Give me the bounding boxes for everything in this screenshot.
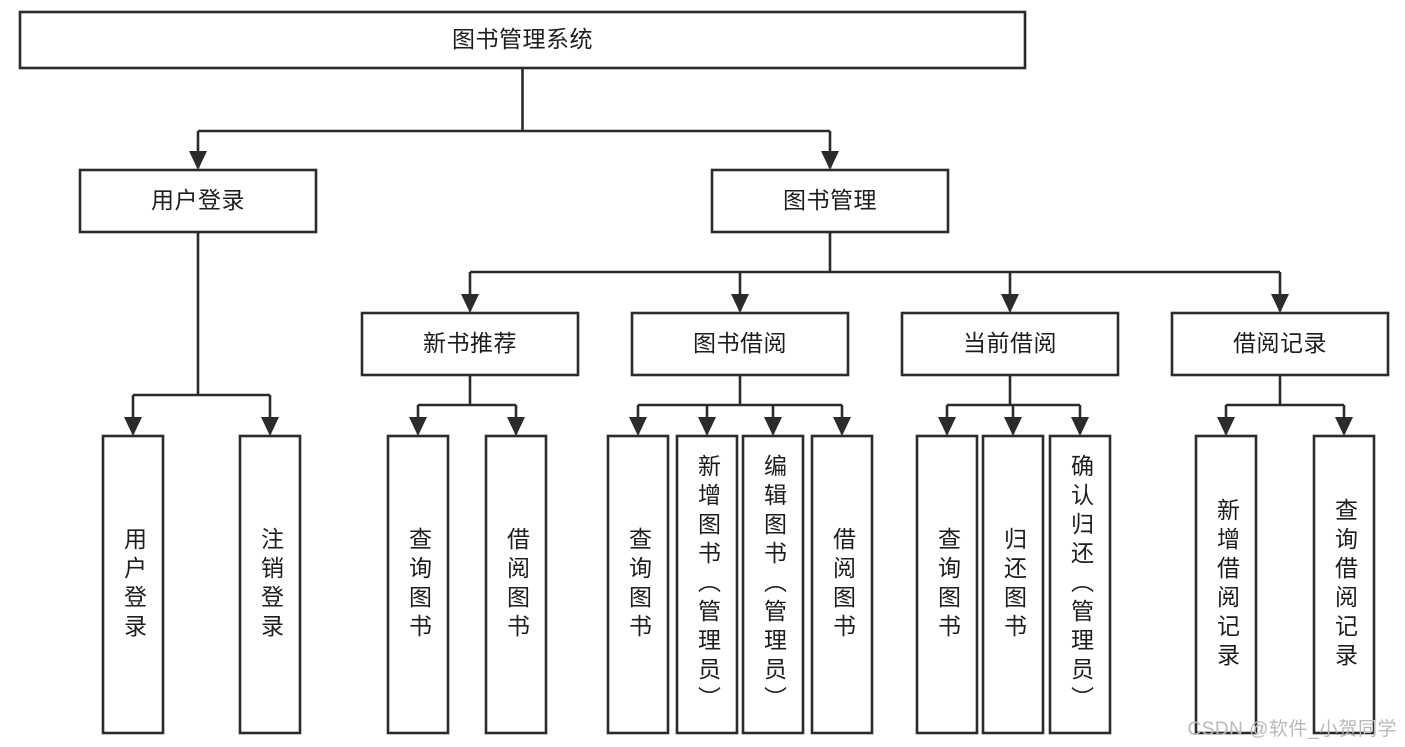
arrow-leaf-user-login [124,417,142,436]
node-box-user-login[interactable] [78,168,318,234]
node-box-new-book-rec[interactable] [360,311,580,377]
arrow-book-borrow [731,294,749,313]
node-box-leaf-query-book-3[interactable] [915,434,979,735]
arrow-leaf-edit-book [764,417,782,436]
node-box-leaf-query-book-2[interactable] [606,434,670,735]
node-box-book-manage[interactable] [710,168,950,234]
arrow-leaf-query-book-2 [629,417,647,436]
node-box-leaf-user-login[interactable] [101,434,165,735]
node-layer [18,10,1390,735]
node-box-leaf-borrow-book-2[interactable] [810,434,874,735]
arrow-book-manage [821,151,839,170]
arrow-borrow-record [1271,294,1289,313]
arrow-leaf-query-book-3 [938,417,956,436]
arrow-leaf-borrow-book-1 [507,417,525,436]
arrow-leaf-add-book [698,417,716,436]
arrow-leaf-query-book-1 [409,417,427,436]
connector-layer [124,68,1353,436]
arrow-leaf-confirm-return [1071,417,1089,436]
node-box-book-borrow[interactable] [630,311,850,377]
arrow-leaf-user-logout [261,417,279,436]
arrow-leaf-add-record [1217,417,1235,436]
node-box-leaf-add-record[interactable] [1194,434,1258,735]
node-box-leaf-confirm-return[interactable] [1048,434,1112,735]
node-box-leaf-add-book[interactable] [675,434,739,735]
node-box-leaf-return-book[interactable] [981,434,1045,735]
node-box-leaf-edit-book[interactable] [741,434,805,735]
arrow-leaf-borrow-book-2 [833,417,851,436]
arrow-current-borrow [1001,294,1019,313]
node-box-leaf-query-book-1[interactable] [386,434,450,735]
arrow-user-login [189,151,207,170]
node-box-leaf-user-logout[interactable] [238,434,302,735]
arrow-leaf-query-record [1335,417,1353,436]
node-box-leaf-borrow-book-1[interactable] [484,434,548,735]
node-box-leaf-query-record[interactable] [1312,434,1376,735]
node-box-root[interactable] [18,10,1027,70]
node-box-borrow-record[interactable] [1170,311,1390,377]
watermark-text: CSDN @软件_小贺同学 [1187,719,1397,740]
arrow-leaf-return-book [1004,417,1022,436]
arrow-new-book-rec [461,294,479,313]
node-box-current-borrow[interactable] [900,311,1120,377]
